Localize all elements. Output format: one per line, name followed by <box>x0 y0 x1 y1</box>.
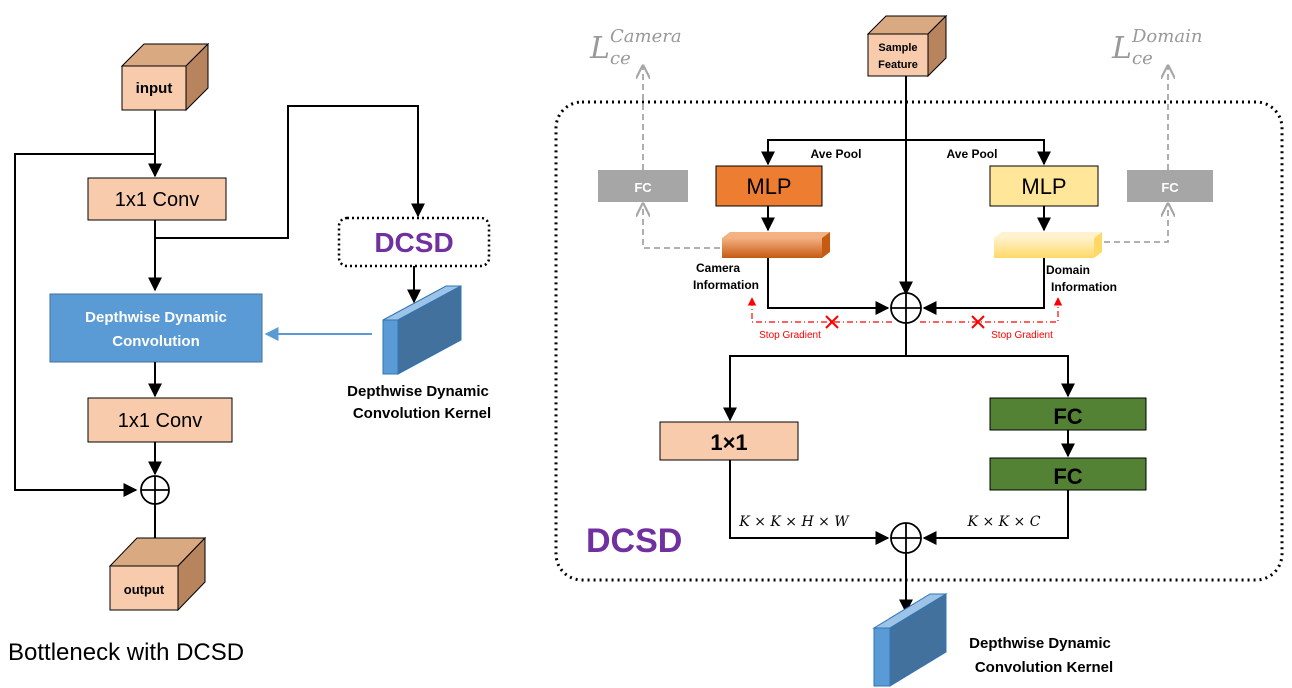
caption-bottleneck: Bottleneck with DCSD <box>8 639 244 666</box>
fc-domain-label: FC <box>1161 180 1179 195</box>
fc-camera-label: FC <box>634 180 652 195</box>
conv-top-label: 1x1 Conv <box>115 189 200 211</box>
camera-info-label-2: Information <box>693 278 759 292</box>
ddc-label-2: Convolution <box>112 333 199 350</box>
dim-right-label: K × K × C <box>967 514 1041 530</box>
conv-bottom-label: 1x1 Conv <box>118 410 203 432</box>
mlp-camera-label: MLP <box>746 174 791 199</box>
svg-text:Domain: Domain <box>1131 26 1202 47</box>
bottleneck-diagram: input 1x1 Conv DCSD Depthwise Dynamic Co… <box>8 42 491 666</box>
camera-info-slab <box>722 232 830 258</box>
conv-bottom-box <box>87 397 233 443</box>
camera-info-label-1: Camera <box>696 261 740 275</box>
domain-info-slab <box>994 232 1102 258</box>
dcsd-diagram: L Camera ce L Domain ce Sample Feature A… <box>554 14 1284 687</box>
domain-info-label-1: Domain <box>1046 263 1090 277</box>
kernel-right-label-1: Depthwise Dynamic <box>969 635 1111 652</box>
fc-green-top-label: FC <box>1053 404 1082 429</box>
mlp-domain-label: MLP <box>1021 174 1066 199</box>
ave-pool-right: Ave Pool <box>947 147 998 161</box>
dim-left-label: K × K × H × W <box>738 514 850 530</box>
output-label: output <box>124 582 165 597</box>
conv-top-box <box>87 177 227 221</box>
fc-green-bottom-label: FC <box>1053 464 1082 489</box>
mlp-domain-box <box>989 165 1099 207</box>
input-label: input <box>136 80 173 97</box>
kernel-bar-right <box>872 593 948 687</box>
svg-text:ce: ce <box>610 48 631 69</box>
stop-gradient-right: Stop Gradient <box>991 330 1053 341</box>
kernel-left-label-1: Depthwise Dynamic <box>347 383 489 400</box>
fc-camera-box <box>598 170 688 202</box>
add-node-left <box>140 475 170 505</box>
skip-connection <box>14 153 155 497</box>
dcsd-left-label: DCSD <box>374 227 453 258</box>
loss-camera: L Camera ce <box>589 26 682 69</box>
loss-domain: L Domain ce <box>1111 26 1202 69</box>
sample-label-1: Sample <box>878 42 917 54</box>
kernel-bar-left <box>382 285 462 375</box>
add-node-bottom <box>890 522 922 554</box>
conv-1x1-label: 1×1 <box>710 430 747 455</box>
ddc-label-1: Depthwise Dynamic <box>85 309 227 326</box>
input-cube: input <box>120 42 210 112</box>
domain-info-label-2: Information <box>1051 280 1117 294</box>
kernel-left-label-2: Convolution Kernel <box>353 405 491 422</box>
sample-feature-cube: Sample Feature <box>866 14 948 78</box>
ave-pool-left: Ave Pool <box>811 147 862 161</box>
stop-gradient-cross-right <box>971 315 985 329</box>
svg-text:Camera: Camera <box>610 26 682 47</box>
sample-label-2: Feature <box>878 59 918 71</box>
fc-domain-box <box>1127 170 1213 202</box>
output-cube: output <box>108 536 207 612</box>
svg-text:ce: ce <box>1132 48 1153 69</box>
dcsd-module <box>337 216 491 268</box>
stop-gradient-cross-left <box>825 315 839 329</box>
dcsd-right-label: DCSD <box>586 522 682 560</box>
kernel-right-label-2: Convolution Kernel <box>975 659 1113 676</box>
mlp-camera-box <box>715 165 823 207</box>
add-node-top <box>890 292 922 324</box>
fc-green-bottom-box <box>989 457 1147 491</box>
depthwise-dynamic-conv-box <box>49 293 263 363</box>
svg-text:L: L <box>1111 31 1132 66</box>
svg-text:L: L <box>589 31 610 66</box>
dcsd-boundary <box>554 100 1284 582</box>
branch-to-dcsd <box>155 105 425 239</box>
stop-gradient-left: Stop Gradient <box>759 330 821 341</box>
